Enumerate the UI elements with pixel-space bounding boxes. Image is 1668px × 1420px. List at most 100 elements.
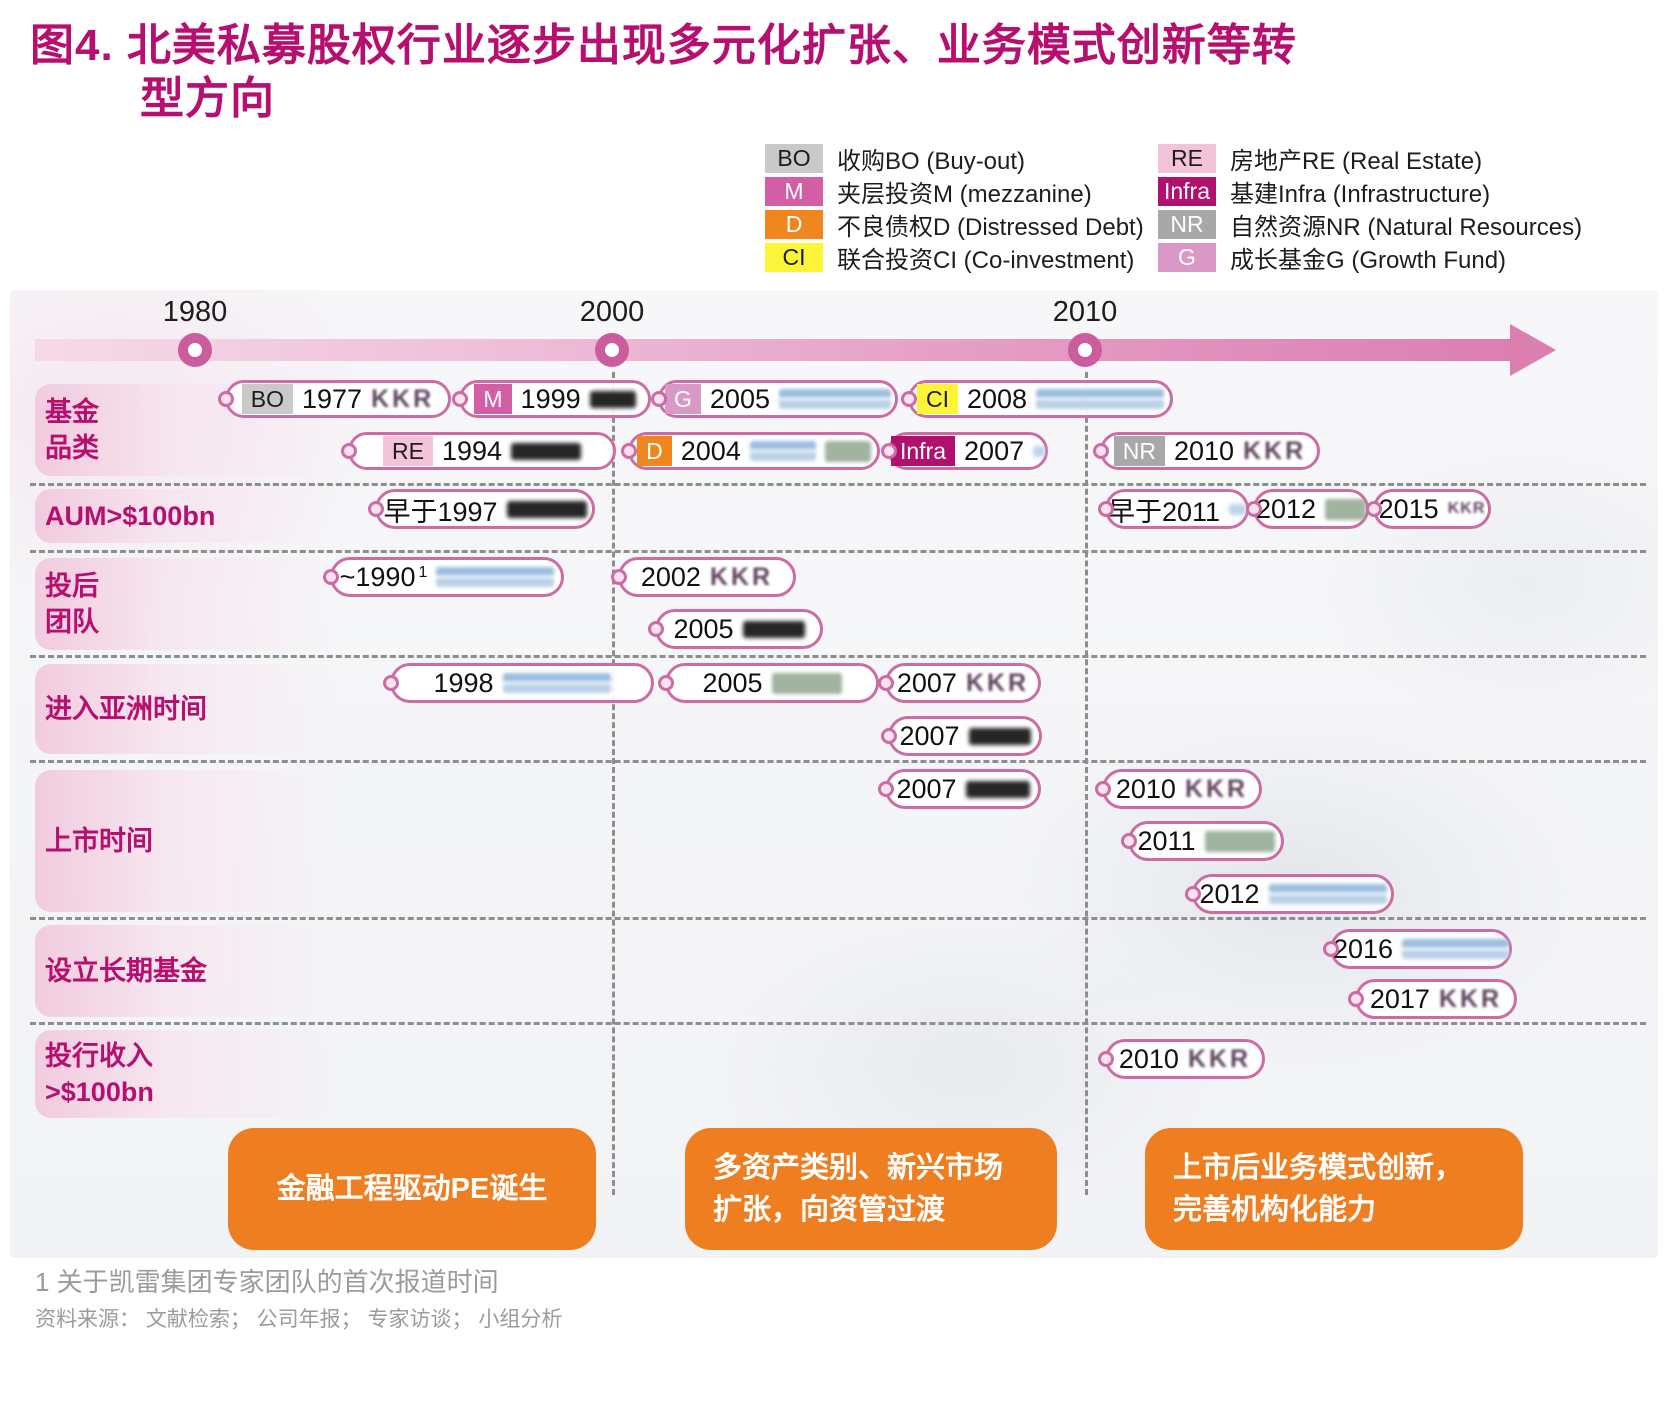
pill-year: 2005 — [709, 383, 770, 414]
blurred-logo-blue — [1036, 389, 1165, 409]
pill-connector-dot-icon — [881, 728, 897, 744]
row-label-line: 投后 — [45, 570, 99, 601]
event-pill: 早于2011 — [1098, 489, 1249, 529]
page-title-line1: 图4. 北美私募股权行业逐步出现多元化扩张、业务模式创新等转 — [30, 21, 1297, 70]
page-title-line2: 型方向 — [140, 73, 275, 123]
pill-year: 2004 — [680, 435, 741, 466]
blurred-logo-green — [1204, 830, 1275, 852]
blurred-logo-blue — [749, 441, 816, 461]
category-chip: NR — [1158, 210, 1216, 239]
kkr-logo: KKR — [1184, 774, 1249, 803]
callout-text: 扩张，向资管过渡 — [713, 1194, 946, 1226]
callout-box: 多资产类别、新兴市场扩张，向资管过渡 — [685, 1128, 1057, 1250]
category-chip: NR — [1113, 436, 1165, 466]
pill-connector-dot-icon — [1185, 886, 1201, 902]
legend-item: NR 自然资源NR (Natural Resources) — [1158, 210, 1583, 241]
legend-label: 夹层投资M (mezzanine) — [837, 181, 1092, 208]
kkr-logo: KKR — [1438, 984, 1503, 1013]
category-chip: RE — [1158, 144, 1216, 173]
category-chip: BO — [241, 384, 293, 414]
event-pill: 2007 — [881, 716, 1042, 756]
row-label-line: >$100bn — [45, 1077, 154, 1107]
row-label: 投行收入>$100bn — [35, 1030, 335, 1118]
legend-label: 自然资源NR (Natural Resources) — [1230, 214, 1583, 241]
timeline-marker-icon — [178, 333, 212, 367]
pill-connector-dot-icon — [658, 675, 674, 691]
footnote: 1 关于凯雷集团专家团队的首次报道时间 — [35, 1267, 499, 1297]
event-pill: 2012 — [1185, 874, 1394, 914]
event-pill: 1998 — [383, 663, 654, 703]
pill-year: 2010 — [1118, 1043, 1179, 1074]
pill-year: 2007 — [896, 773, 957, 804]
category-chip: G — [1158, 243, 1216, 272]
pill-connector-dot-icon — [878, 781, 894, 797]
blurred-logo-black — [742, 620, 805, 638]
kkr-logo: KKR — [1447, 500, 1486, 517]
pill-year: 2008 — [966, 383, 1028, 414]
event-pill: 2012 — [1246, 489, 1369, 529]
category-chip: Infra — [891, 436, 956, 466]
category-chip: D — [765, 210, 823, 239]
row-label-line: 基金 — [45, 396, 99, 427]
pill-year: 1999 — [520, 383, 581, 414]
category-chip: RE — [382, 436, 433, 466]
legend-label: 收购BO (Buy-out) — [837, 148, 1026, 175]
pill-connector-dot-icon — [648, 621, 664, 637]
blurred-logo-black — [511, 442, 582, 460]
pill-connector-dot-icon — [368, 501, 384, 517]
category-chip: D — [637, 436, 672, 466]
row-label: 投后团队 — [35, 558, 335, 650]
pill-connector-dot-icon — [1348, 991, 1364, 1007]
pill-year: 2017 — [1369, 983, 1430, 1014]
callout-box: 金融工程驱动PE诞生 — [228, 1128, 596, 1250]
row-separator — [30, 550, 1646, 553]
pill-year: 2007 — [896, 667, 957, 698]
blurred-logo-black — [965, 780, 1030, 798]
timeline-marker-icon — [595, 333, 629, 367]
row-label-line: 上市时间 — [45, 825, 153, 856]
callout-text: 完善机构化能力 — [1173, 1194, 1377, 1226]
blurred-logo-green — [1325, 498, 1366, 520]
pill-year: 2005 — [673, 613, 734, 644]
category-chip: CI — [916, 384, 958, 414]
pill-connector-dot-icon — [1098, 1051, 1114, 1067]
row-label-line: AUM>$100bn — [45, 500, 216, 531]
timeline-arrow-icon — [1510, 324, 1556, 376]
event-pill: 2017 KKR — [1348, 979, 1517, 1019]
pill-year: 2007 — [964, 435, 1025, 466]
event-pill: 早于1997 — [368, 489, 595, 529]
grid-vline — [1085, 372, 1088, 1195]
event-pill: 2007 — [878, 769, 1041, 809]
event-pill: 2005 — [658, 663, 879, 703]
row-separator — [30, 1022, 1646, 1025]
blurred-logo-green — [824, 440, 871, 462]
callout-box: 上市后业务模式创新，完善机构化能力 — [1145, 1128, 1523, 1250]
pill-connector-dot-icon — [621, 443, 637, 459]
pill-connector-dot-icon — [1323, 941, 1339, 957]
callout-text: 多资产类别、新兴市场 — [713, 1151, 1004, 1184]
pill-connector-dot-icon — [611, 569, 627, 585]
kkr-logo: KKR — [709, 562, 774, 591]
pill-year: 1998 — [433, 667, 494, 698]
row-separator — [30, 760, 1646, 763]
pill-connector-dot-icon — [452, 391, 468, 407]
pill-connector-dot-icon — [1098, 501, 1114, 517]
event-pill: 2016 — [1323, 929, 1512, 969]
timeline-year-label: 1980 — [162, 296, 228, 328]
event-pill: D 2004 — [621, 432, 880, 470]
blurred-logo-black — [589, 390, 636, 408]
row-label: 进入亚洲时间 — [35, 664, 335, 754]
pill-year: 1977 — [301, 383, 363, 414]
